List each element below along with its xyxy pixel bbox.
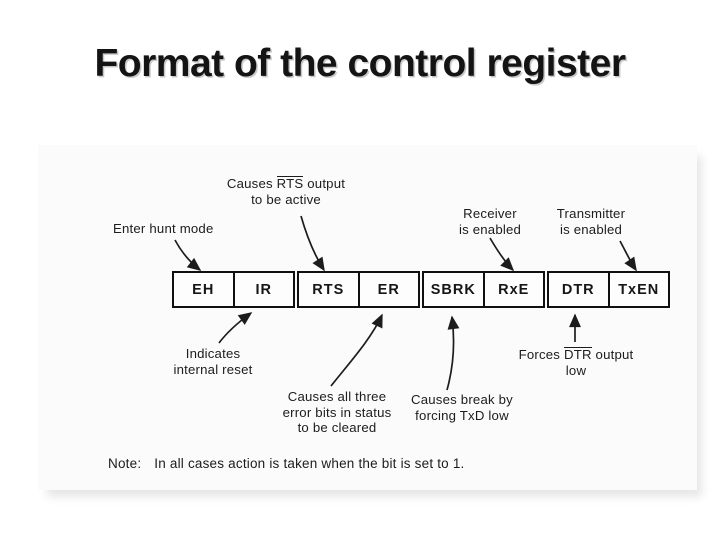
- arrow-to-txen: [619, 240, 637, 272]
- control-register-row: EH IR RTS ER SBRK RxE DTR TxEN: [172, 271, 670, 308]
- annotation-dtr-line1: Forces DTR output: [518, 347, 634, 362]
- note-text: In all cases action is taken when the bi…: [154, 456, 465, 471]
- register-cell-dtr: DTR: [561, 281, 595, 298]
- annotation-dtr-output-low: Forces DTR output low: [476, 347, 676, 378]
- annotation-enter-hunt-mode: Enter hunt mode: [113, 221, 214, 236]
- register-cell-txen: TxEN: [607, 273, 669, 306]
- register-group-3: SBRK RxE: [422, 271, 545, 308]
- annotation-internal-reset: Indicates internal reset: [173, 346, 253, 377]
- arrow-to-rxe: [489, 237, 515, 272]
- annotation-transmitter-enabled: Transmitter is enabled: [556, 206, 626, 237]
- slide-title: Format of the control register: [94, 42, 626, 85]
- register-group-2: RTS ER: [297, 271, 420, 308]
- register-group-4: DTR TxEN: [547, 271, 670, 308]
- register-cell-rts: RTS: [312, 281, 345, 298]
- register-cell-sbrk: SBRK: [430, 281, 476, 298]
- arrow-to-ir: [218, 312, 253, 344]
- rts-overline: RTS: [276, 176, 304, 191]
- arrow-to-er: [330, 313, 383, 387]
- annotation-receiver-enabled: Receiver is enabled: [458, 206, 522, 237]
- register-cell-ir: IR: [232, 273, 294, 306]
- register-cell-er: ER: [357, 273, 419, 306]
- annotation-rts-line2: to be active: [251, 191, 321, 207]
- annotation-break-txd-low: Causes break by forcing TxD low: [411, 392, 513, 423]
- arrow-to-sbrk: [446, 315, 460, 391]
- annotation-dtr-line2: low: [565, 362, 587, 378]
- dtr-overline: DTR: [563, 347, 592, 362]
- annotation-error-bits-cleared: Causes all three error bits in status to…: [282, 389, 392, 435]
- arrow-to-eh: [174, 239, 202, 271]
- annotation-rts-line1: Causes RTS output: [226, 176, 346, 191]
- figure-note: Note: In all cases action is taken when t…: [108, 456, 465, 471]
- register-group-1: EH IR: [172, 271, 295, 308]
- register-cell-eh: EH: [192, 281, 215, 298]
- register-cell-rxe: RxE: [482, 273, 544, 306]
- control-register-figure: Causes RTS output to be active Enter hun…: [38, 145, 697, 490]
- arrow-to-rts: [300, 215, 325, 272]
- annotation-rts-output: Causes RTS output to be active: [186, 176, 386, 207]
- note-label: Note:: [108, 456, 142, 471]
